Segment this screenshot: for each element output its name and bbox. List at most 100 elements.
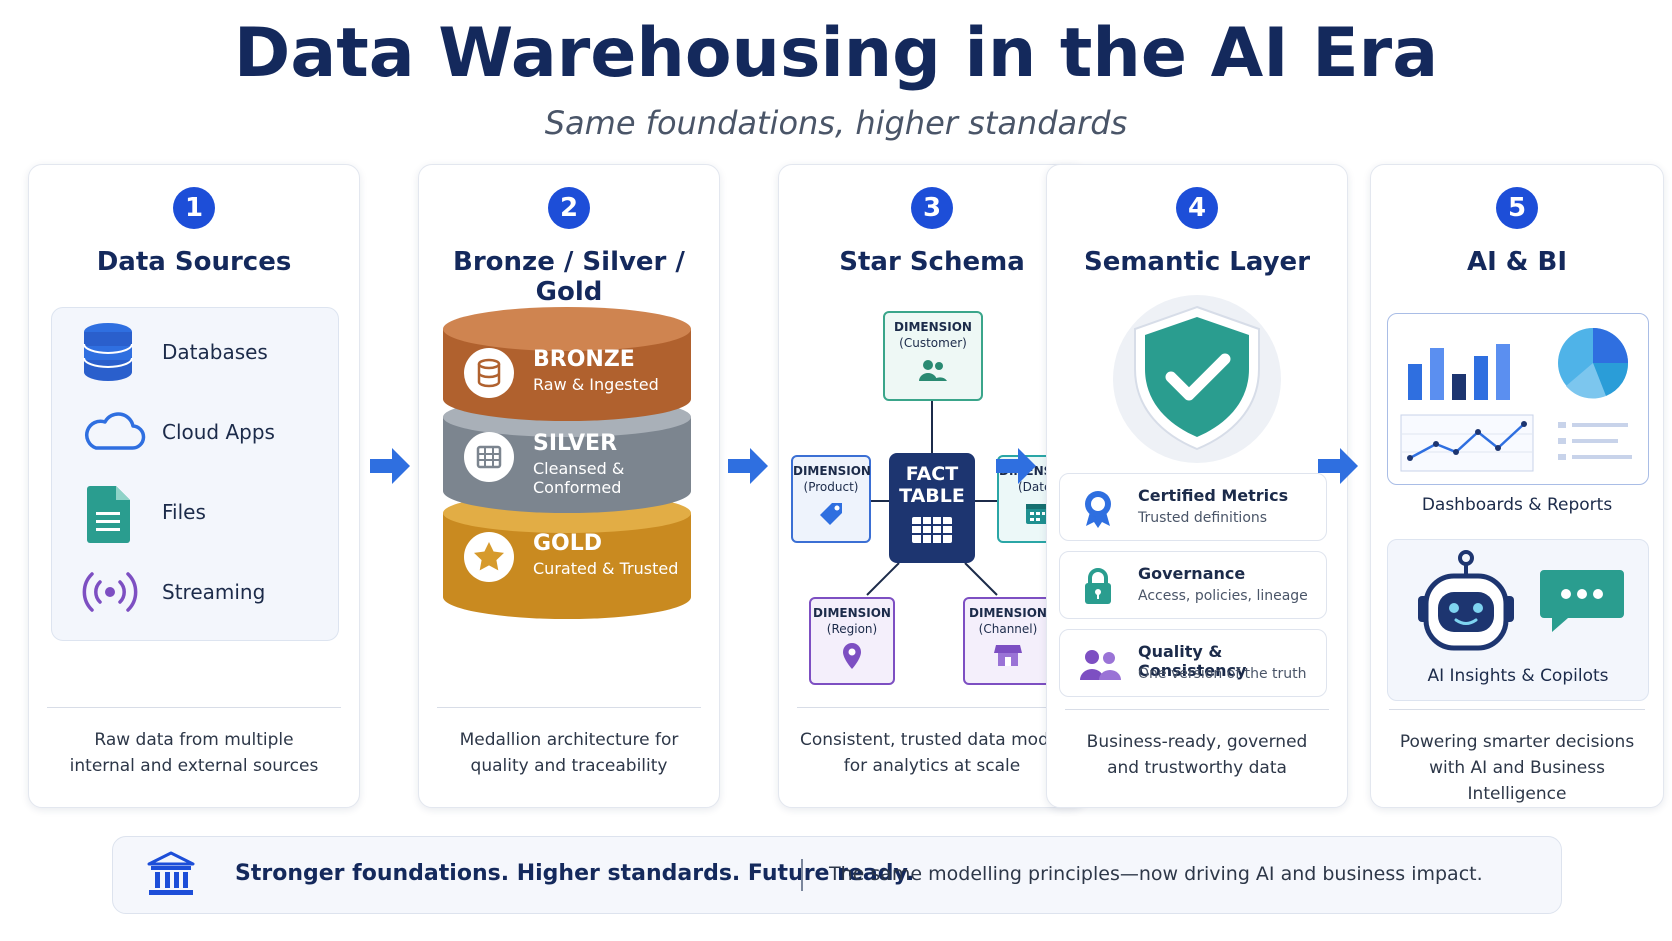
step-number: 3 <box>911 187 953 229</box>
desc-line: for analytics at scale <box>843 756 1021 776</box>
source-label: Databases <box>162 340 268 364</box>
star-icon <box>464 532 514 582</box>
dimension-title: DIMENSION <box>969 606 1047 620</box>
table-icon <box>912 517 952 543</box>
semantic-item-governance: Governance Access, policies, lineage <box>1059 551 1327 619</box>
card-description: Raw data from multiple internal and exte… <box>39 727 349 779</box>
semantic-item-subtitle: Trusted definitions <box>1138 510 1268 526</box>
ribbon-badge-icon <box>1085 491 1111 528</box>
semantic-item-title: Quality & Consistency <box>1138 642 1247 680</box>
card-medallion: 2 Bronze / Silver / Gold GOLD Curated & … <box>418 164 720 808</box>
dimension-name: (Channel) <box>978 622 1038 636</box>
source-label: Files <box>162 500 206 524</box>
card-title: Semantic Layer <box>1083 247 1311 277</box>
copilots-label: AI Insights & Copilots <box>1427 666 1609 686</box>
pie-chart-icon <box>1558 328 1629 399</box>
dimension-name: (Product) <box>803 480 859 494</box>
dimension-product: DIMENSION (Product) <box>791 455 871 543</box>
lock-icon <box>1085 568 1111 604</box>
users-icon <box>919 360 947 381</box>
dashboard-preview <box>1387 313 1649 485</box>
page-subtitle: Same foundations, higher standards <box>544 104 1128 142</box>
card-description: Consistent, trusted data model for analy… <box>789 727 1075 779</box>
arrow-right-icon <box>1318 448 1358 484</box>
card-description: Business-ready, governed and trustworthy… <box>1057 729 1337 781</box>
page-title: Data Warehousing in the AI Era <box>233 14 1439 93</box>
semantic-item-subtitle: Access, policies, lineage <box>1138 588 1308 604</box>
dimension-customer: DIMENSION (Customer) <box>883 311 983 401</box>
source-item-streaming: Streaming <box>80 562 330 622</box>
source-label: Streaming <box>162 580 266 604</box>
bank-building-icon <box>147 851 195 895</box>
step-number: 1 <box>173 187 215 229</box>
users-icon <box>1080 650 1121 680</box>
card-description: Powering smarter decisions with AI and B… <box>1381 729 1653 807</box>
footer-banner: Stronger foundations. Higher standards. … <box>112 836 1562 914</box>
layer-sublabel: Raw & Ingested <box>533 375 659 394</box>
card-star-schema: 3 Star Schema DIMENSION (Customer) DIMEN… <box>778 164 1086 808</box>
desc-line: Medallion architecture for <box>459 730 679 750</box>
semantic-item-subtitle: One version of the truth <box>1138 666 1307 682</box>
layer-sublabel: Cleansed & Conformed <box>533 459 625 497</box>
layer-sublabel: Curated & Trusted <box>533 559 679 578</box>
line-chart-icon <box>1400 414 1534 472</box>
card-title: Star Schema <box>839 247 1025 277</box>
desc-line: Business-ready, governed <box>1086 732 1308 752</box>
cloud-icon <box>85 412 146 450</box>
arrow-right-icon <box>728 448 768 484</box>
source-item-databases: Databases <box>80 322 330 382</box>
desc-line: quality and traceability <box>470 756 668 776</box>
dimension-region: DIMENSION (Region) <box>809 597 895 685</box>
divider <box>1065 709 1329 710</box>
desc-line: Consistent, trusted data model <box>799 730 1065 750</box>
table-icon <box>464 432 514 482</box>
step-number: 2 <box>548 187 590 229</box>
card-description: Medallion architecture for quality and t… <box>429 727 709 779</box>
semantic-item-title: Governance <box>1138 564 1246 583</box>
step-number: 4 <box>1176 187 1218 229</box>
arrow-right-icon <box>996 448 1036 484</box>
layer-label: SILVER <box>533 431 618 456</box>
chat-bubble-icon <box>1540 570 1624 632</box>
fact-label: TABLE <box>899 485 965 507</box>
source-label: Cloud Apps <box>162 420 275 444</box>
dimension-name: (Customer) <box>899 336 967 350</box>
card-title: Bronze / Silver / Gold <box>453 247 685 307</box>
streaming-icon <box>82 572 138 612</box>
database-icon <box>83 323 133 381</box>
source-item-cloud-apps: Cloud Apps <box>80 402 330 462</box>
fact-label: FACT <box>905 463 959 485</box>
banner-separator <box>801 859 803 891</box>
divider <box>797 707 1067 708</box>
arrow-right-icon <box>370 448 410 484</box>
file-icon <box>87 486 130 543</box>
step-number: 5 <box>1496 187 1538 229</box>
dimension-title: DIMENSION <box>793 464 871 478</box>
layer-label: GOLD <box>533 531 603 556</box>
layer-bronze: BRONZE Raw & Ingested <box>441 307 693 425</box>
divider <box>1389 709 1645 710</box>
desc-line: and trustworthy data <box>1107 758 1287 778</box>
layer-label: BRONZE <box>533 347 635 372</box>
banner-text: The same modelling principles—now drivin… <box>829 863 1483 885</box>
card-ai-bi: 5 AI & BI Dashboards & <box>1370 164 1664 808</box>
shield-check-icon <box>1113 295 1281 463</box>
dimension-name: (Region) <box>826 622 878 636</box>
card-data-sources: 1 Data Sources Databases Cloud Apps <box>28 164 360 808</box>
desc-line: internal and external sources <box>69 756 319 776</box>
desc-line: Powering smarter decisions <box>1399 732 1635 752</box>
desc-line: with AI and Business Intelligence <box>1429 758 1605 804</box>
tag-icon <box>820 503 842 525</box>
semantic-item-title: Certified Metrics <box>1138 486 1289 505</box>
source-item-files: Files <box>80 482 330 543</box>
banner-headline: Stronger foundations. Higher standards. … <box>235 861 915 886</box>
semantic-item-certified-metrics: Certified Metrics Trusted definitions <box>1059 473 1327 541</box>
copilot-preview: AI Insights & Copilots <box>1387 539 1649 701</box>
dashboards-label: Dashboards & Reports <box>1421 495 1613 515</box>
location-pin-icon <box>843 643 861 669</box>
store-icon <box>994 645 1022 666</box>
dimension-channel: DIMENSION (Channel) <box>963 597 1053 685</box>
database-icon <box>464 348 514 398</box>
list-icon <box>1558 422 1632 460</box>
card-title: Data Sources <box>96 247 292 277</box>
